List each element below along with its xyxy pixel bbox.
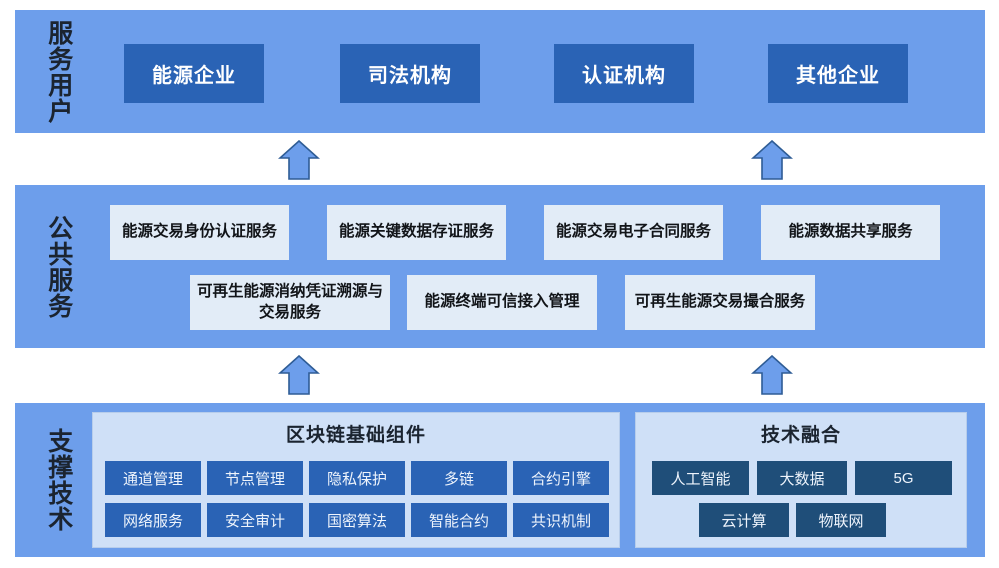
chip-5g[interactable]: 5G bbox=[855, 461, 952, 495]
chip-smart-contract[interactable]: 智能合约 bbox=[411, 503, 507, 537]
arrow-tech-to-services-right bbox=[751, 355, 793, 395]
chip-security-audit[interactable]: 安全审计 bbox=[207, 503, 303, 537]
chip-network-service[interactable]: 网络服务 bbox=[105, 503, 201, 537]
chip-privacy-protection[interactable]: 隐私保护 bbox=[309, 461, 405, 495]
service-box-electronic-contract[interactable]: 能源交易电子合同服务 bbox=[544, 205, 723, 260]
layer-label-public-services: 公共服务 bbox=[44, 214, 73, 319]
service-box-key-data-notarization[interactable]: 能源关键数据存证服务 bbox=[327, 205, 506, 260]
panel-title-blockchain-components: 区块链基础组件 bbox=[285, 425, 426, 446]
chip-big-data[interactable]: 大数据 bbox=[757, 461, 847, 495]
chip-node-management[interactable]: 节点管理 bbox=[207, 461, 303, 495]
layer-support-technology: 支撑技术 区块链基础组件 通道管理 节点管理 隐私保护 多链 合约引擎 网络服务… bbox=[15, 403, 985, 557]
service-box-terminal-trusted-access[interactable]: 能源终端可信接入管理 bbox=[407, 275, 597, 330]
panel-title-technology-fusion: 技术融合 bbox=[760, 425, 841, 446]
user-box-certification-authority[interactable]: 认证机构 bbox=[554, 44, 694, 103]
user-box-energy-enterprise[interactable]: 能源企业 bbox=[124, 44, 264, 103]
panel-blockchain-components: 区块链基础组件 通道管理 节点管理 隐私保护 多链 合约引擎 网络服务 安全审计… bbox=[92, 412, 620, 548]
user-box-judicial-institution[interactable]: 司法机构 bbox=[340, 44, 480, 103]
arrow-services-to-users-left bbox=[278, 140, 320, 180]
user-box-other-enterprise[interactable]: 其他企业 bbox=[768, 44, 908, 103]
service-box-data-sharing[interactable]: 能源数据共享服务 bbox=[761, 205, 940, 260]
chip-consensus-mechanism[interactable]: 共识机制 bbox=[513, 503, 609, 537]
layer-service-users: 服务用户 能源企业 司法机构 认证机构 其他企业 bbox=[15, 10, 985, 133]
arrow-services-to-users-right bbox=[751, 140, 793, 180]
chip-contract-engine[interactable]: 合约引擎 bbox=[513, 461, 609, 495]
chip-channel-management[interactable]: 通道管理 bbox=[105, 461, 201, 495]
service-box-renewable-certificate-tracing[interactable]: 可再生能源消纳凭证溯源与交易服务 bbox=[190, 275, 390, 330]
layer-label-support-technology: 支撑技术 bbox=[44, 428, 73, 532]
chip-internet-of-things[interactable]: 物联网 bbox=[796, 503, 886, 537]
chip-sm-cryptography[interactable]: 国密算法 bbox=[309, 503, 405, 537]
panel-technology-fusion: 技术融合 人工智能 大数据 5G 云计算 物联网 bbox=[635, 412, 967, 548]
chip-artificial-intelligence[interactable]: 人工智能 bbox=[652, 461, 749, 495]
chip-multi-chain[interactable]: 多链 bbox=[411, 461, 507, 495]
chip-cloud-computing[interactable]: 云计算 bbox=[699, 503, 789, 537]
layer-label-service-users: 服务用户 bbox=[44, 19, 73, 124]
layer-public-services: 公共服务 能源交易身份认证服务 能源关键数据存证服务 能源交易电子合同服务 能源… bbox=[15, 185, 985, 348]
arrow-tech-to-services-left bbox=[278, 355, 320, 395]
service-box-renewable-trade-matching[interactable]: 可再生能源交易撮合服务 bbox=[625, 275, 815, 330]
service-box-identity-authentication[interactable]: 能源交易身份认证服务 bbox=[110, 205, 289, 260]
